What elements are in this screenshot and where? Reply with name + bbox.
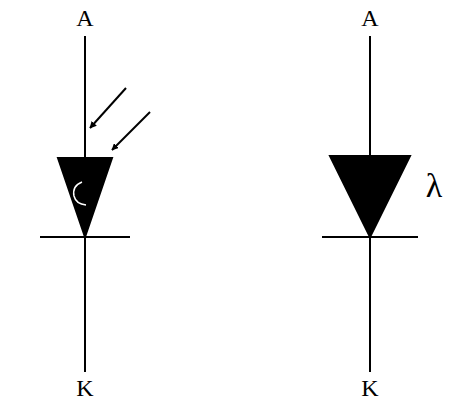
diode-triangle [58,158,112,237]
anode-lead [84,36,86,158]
diode-symbol [322,36,418,372]
light-arrow [112,112,150,150]
anode-label: A [361,6,378,30]
cathode-lead [84,237,86,372]
cathode-label: K [361,376,378,400]
light-arrow [90,88,126,128]
anode-lead [369,36,371,156]
anode-label: A [76,6,93,30]
junction-curve [74,182,86,205]
photodiode-symbol [40,36,150,372]
wavelength-symbol: λ [426,169,443,203]
diode-triangle [330,156,410,237]
cathode-label: K [76,376,93,400]
cathode-lead [369,237,371,372]
